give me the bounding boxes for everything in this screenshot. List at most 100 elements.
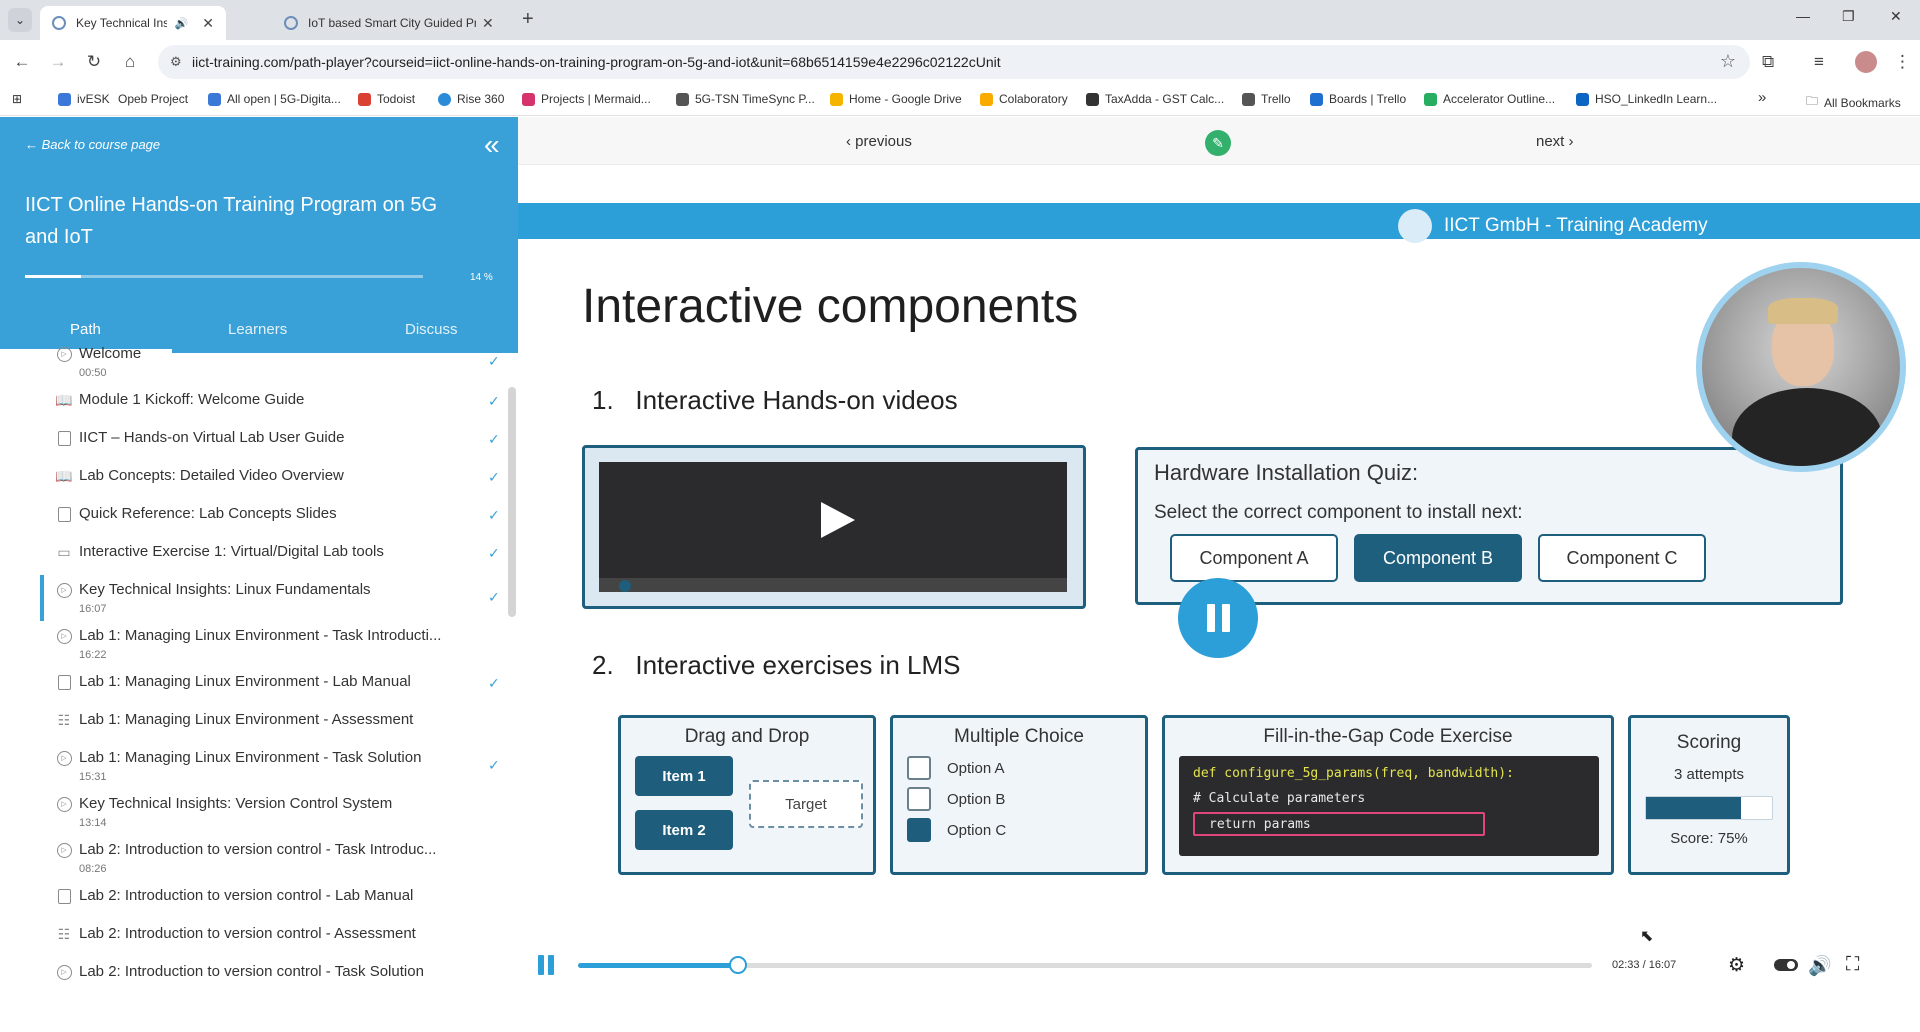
path-item[interactable]: 📖Lab Concepts: Detailed Video Overview✓	[40, 461, 504, 499]
sidebar-scrollbar[interactable]	[508, 387, 516, 617]
apps-grid-icon[interactable]: ⊞	[12, 92, 23, 106]
close-window-icon[interactable]: ✕	[1890, 8, 1902, 24]
audio-playing-icon[interactable]: 🔊	[174, 17, 189, 30]
seek-handle[interactable]	[729, 956, 748, 974]
restore-window-icon[interactable]: ❐	[1842, 8, 1855, 24]
volume-icon[interactable]: 🔊	[1808, 956, 1832, 977]
address-bar[interactable]: ⚙ iict-training.com/path-player?courseid…	[158, 45, 1750, 79]
tab-path[interactable]: Path	[70, 321, 101, 338]
path-item[interactable]: ▷Lab 1: Managing Linux Environment - Tas…	[40, 621, 504, 667]
slide-heading: Interactive components	[582, 280, 1079, 333]
quiz-option-c: Component C	[1538, 534, 1706, 582]
autoplay-toggle[interactable]	[1774, 959, 1798, 971]
bookmark-favicon-icon	[522, 92, 535, 106]
play-circle-icon: ▷	[56, 628, 72, 644]
previous-unit-button[interactable]: ‹ previous	[846, 133, 912, 150]
completed-check-icon: ✓	[488, 353, 500, 369]
path-item[interactable]: ☷Lab 1: Managing Linux Environment - Ass…	[40, 705, 504, 743]
drag-item-1: Item 1	[635, 756, 733, 796]
bookmark-linkedin-learning[interactable]: HSO_LinkedIn Learn...	[1576, 92, 1717, 106]
bookmark-mermaid[interactable]: Projects | Mermaid...	[522, 92, 651, 106]
forward-arrow-icon[interactable]: →	[49, 52, 67, 71]
bookmark-star-icon[interactable]: ☆	[1719, 51, 1736, 71]
path-item[interactable]: ▷Lab 2: Introduction to version control …	[40, 957, 504, 995]
bookmark-google-drive[interactable]: Home - Google Drive	[830, 92, 962, 106]
course-sidebar: ← Back to course page « IICT Online Hand…	[0, 117, 518, 1032]
close-tab-icon[interactable]: ✕	[202, 14, 214, 31]
seek-bar[interactable]	[578, 956, 1592, 974]
bookmark-5g-tsn[interactable]: 5G-TSN TimeSync P...	[676, 92, 815, 106]
path-item-title: Lab 2: Introduction to version control -…	[79, 925, 416, 942]
bookmark-colaboratory[interactable]: Colaboratory	[980, 92, 1068, 106]
minimize-window-icon[interactable]: —	[1796, 8, 1810, 24]
tab-key-technical-insights[interactable]: Key Technical Insights: Linux 🔊 ✕	[40, 6, 226, 40]
bookmark-rise-360[interactable]: Rise 360	[438, 92, 504, 106]
score-bar	[1645, 796, 1773, 820]
fullscreen-icon[interactable]: ⛶	[1846, 954, 1860, 975]
document-icon	[56, 506, 72, 522]
video-slide[interactable]: IICT GmbH - Training Academy Interactive…	[518, 165, 1920, 965]
bookmark-trello[interactable]: Trello	[1242, 92, 1291, 106]
path-item[interactable]: Quick Reference: Lab Concepts Slides✓	[40, 499, 504, 537]
play-circle-icon: ▷	[56, 346, 72, 362]
new-tab-button[interactable]: +	[522, 8, 534, 30]
home-icon[interactable]: ⌂	[124, 52, 136, 71]
back-arrow-icon[interactable]: ←	[13, 52, 31, 71]
path-item[interactable]: 📖Module 1 Kickoff: Welcome Guide✓	[40, 385, 504, 423]
more-bookmarks-icon[interactable]: »	[1758, 89, 1767, 106]
bookmark-favicon-icon	[1086, 92, 1099, 106]
path-item[interactable]: ▷Lab 1: Managing Linux Environment - Tas…	[40, 743, 504, 789]
settings-gear-icon[interactable]: ⚙	[1728, 955, 1746, 976]
path-item-duration: 15:31	[79, 771, 107, 783]
tab-discuss[interactable]: Discuss	[405, 321, 458, 338]
path-item[interactable]: Lab 2: Introduction to version control -…	[40, 881, 504, 919]
edit-pencil-icon[interactable]: ✎	[1205, 130, 1231, 156]
bookmark-favicon-icon	[208, 92, 221, 106]
course-progress-bar	[25, 275, 423, 278]
back-to-course-link[interactable]: ← Back to course page	[25, 137, 161, 152]
site-info-icon[interactable]: ⚙	[170, 54, 182, 69]
path-item-duration: 16:07	[79, 603, 107, 615]
multiple-choice-title: Multiple Choice	[954, 726, 1084, 747]
url-text[interactable]: iict-training.com/path-player?courseid=i…	[192, 54, 1001, 70]
score-bar-fill	[1646, 797, 1741, 819]
bookmark-boards-trello[interactable]: Boards | Trello	[1310, 92, 1406, 106]
next-unit-button[interactable]: next ›	[1536, 133, 1574, 150]
completed-check-icon: ✓	[488, 431, 500, 447]
tab-learners[interactable]: Learners	[228, 321, 288, 338]
path-item[interactable]: IICT – Hands-on Virtual Lab User Guide ✓	[40, 423, 504, 461]
tab-iot-smart-city[interactable]: IoT based Smart City Guided Pr ✕	[272, 6, 508, 40]
path-item-title: IICT – Hands-on Virtual Lab User Guide	[79, 429, 345, 446]
reload-icon[interactable]: ↻	[86, 52, 102, 71]
browser-menu-icon[interactable]: ⋮	[1894, 52, 1911, 71]
bookmark-ivesk[interactable]: ivESK	[58, 92, 110, 106]
pdf-document-icon	[56, 674, 72, 690]
path-item-duration: 13:14	[79, 817, 107, 829]
pdf-document-icon	[56, 888, 72, 904]
bookmark-todoist[interactable]: Todoist	[358, 92, 415, 106]
bookmark-accelerator[interactable]: Accelerator Outline...	[1424, 92, 1555, 106]
extensions-icon[interactable]: ⧉	[1762, 52, 1775, 71]
pause-overlay-icon[interactable]	[1178, 578, 1258, 658]
all-bookmarks-folder[interactable]: 🗀All Bookmarks	[1806, 92, 1901, 113]
bookmark-all-open[interactable]: All open | 5G-Digita...	[208, 92, 341, 106]
close-tab-icon[interactable]: ✕	[482, 14, 494, 31]
path-item[interactable]: ▷Key Technical Insights: Version Control…	[40, 789, 504, 835]
path-item-title: Welcome	[79, 345, 142, 362]
media-controls-icon[interactable]: ≡	[1814, 52, 1824, 71]
path-item-title: Lab 2: Introduction to version control -…	[79, 963, 424, 980]
bookmark-favicon-icon	[1242, 92, 1255, 106]
path-item[interactable]: ▷Lab 2: Introduction to version control …	[40, 835, 504, 881]
tab-search-icon[interactable]: ⌄	[8, 8, 32, 32]
collapse-sidebar-icon[interactable]: «	[484, 129, 500, 160]
path-item[interactable]: ☷Lab 2: Introduction to version control …	[40, 919, 504, 957]
pause-icon[interactable]	[538, 955, 554, 975]
path-item[interactable]: Lab 1: Managing Linux Environment - Lab …	[40, 667, 504, 705]
bookmark-taxadda[interactable]: TaxAdda - GST Calc...	[1086, 92, 1224, 106]
quiz-mockup-card: Hardware Installation Quiz: Select the c…	[1135, 447, 1843, 605]
path-item[interactable]: ▷Key Technical Insights: Linux Fundament…	[40, 575, 504, 621]
profile-avatar[interactable]	[1855, 51, 1877, 73]
path-item[interactable]: ▭Interactive Exercise 1: Virtual/Digital…	[40, 537, 504, 575]
bookmark-opeb-project[interactable]: Opeb Project	[118, 92, 189, 106]
